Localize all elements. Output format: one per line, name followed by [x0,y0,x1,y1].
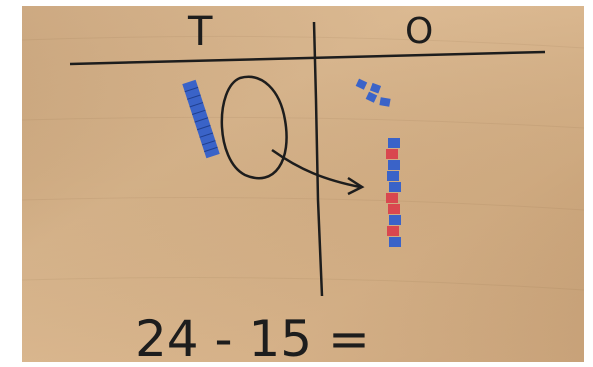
horizontal-divider-line [69,50,546,66]
wood-grain-lines [21,35,585,291]
vertical-divider-line [312,21,324,297]
wood-grain [22,6,584,362]
arrow-head-icon [347,176,365,196]
ones-cubes-loose [355,78,391,107]
tens-column-header: T [187,9,213,55]
circle-drawing [220,75,288,180]
tens-rod [182,79,220,159]
ones-column-header: O [405,11,433,52]
ones-cubes-stack [386,138,401,247]
equation-text: 24 - 15 = [135,310,370,367]
exchange-arrow-line [271,148,361,189]
